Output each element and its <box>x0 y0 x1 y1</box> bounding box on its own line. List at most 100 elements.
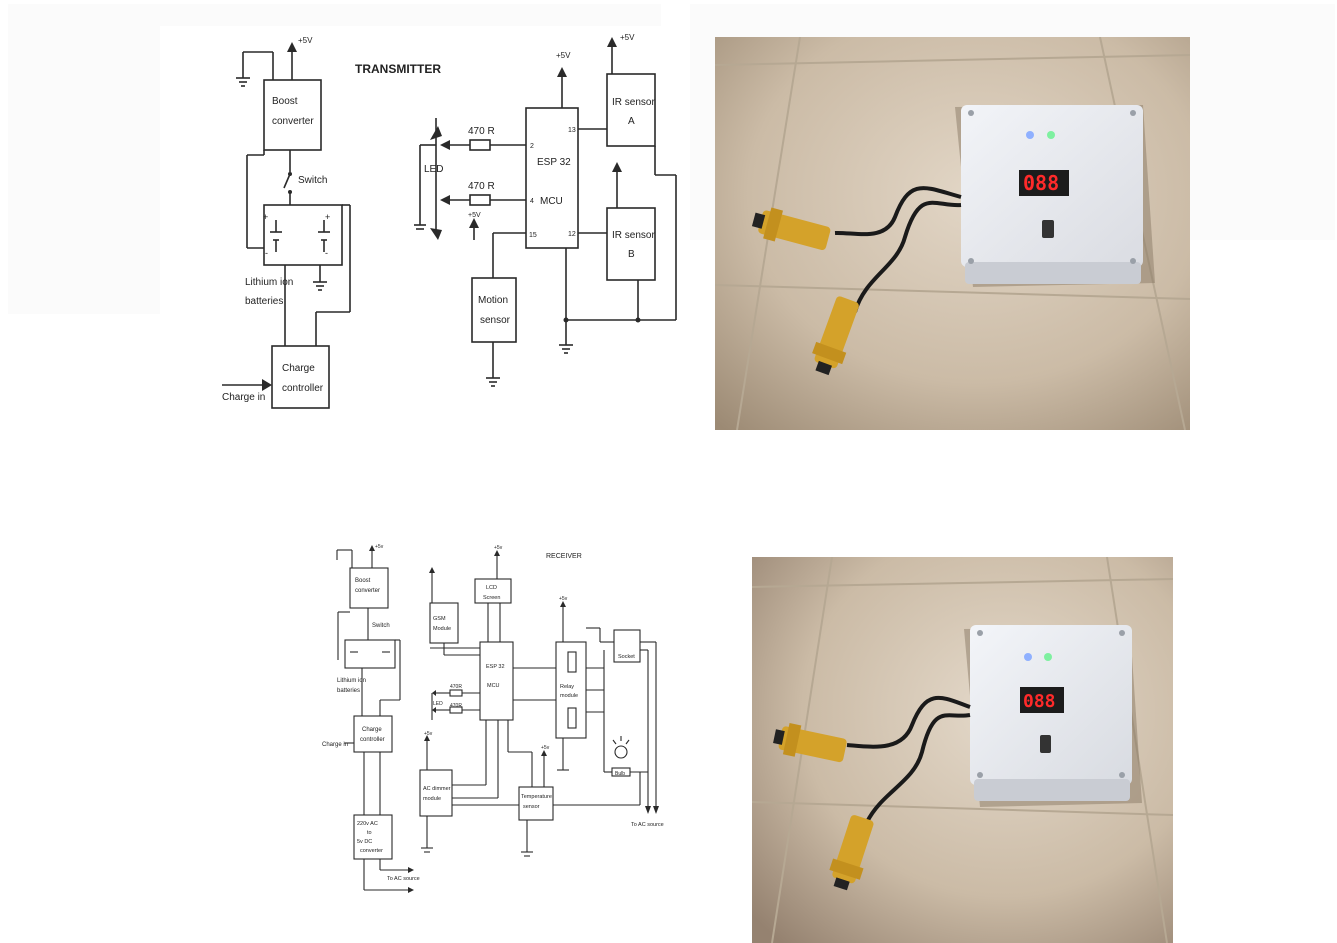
rx-lcd-screen <box>474 578 512 604</box>
blue-led-icon <box>1026 131 1034 139</box>
device-photo-bottom: 088 <box>752 557 1173 943</box>
rx-gsm-label-2: Module <box>433 626 451 632</box>
ground-symbol <box>236 52 250 87</box>
rx-mcu <box>479 641 514 721</box>
boost-converter-block <box>263 79 322 151</box>
blue-led-icon-2 <box>1024 653 1032 661</box>
ir-sensor-a-photo <box>751 207 831 250</box>
switch-label: Switch <box>298 175 327 186</box>
device-photo-top-image: 088 <box>715 37 1190 430</box>
mcu-block <box>525 107 579 249</box>
ir-sensor-a-photo-2 <box>773 722 847 763</box>
arrow-right-icon <box>262 379 272 391</box>
batteries-label-2: batteries <box>245 296 283 307</box>
power-switch-icon <box>1042 220 1054 238</box>
rx-mcu-label-2: MCU <box>487 683 500 689</box>
label-plus5v: +5V <box>298 36 313 45</box>
rx-boost-label-2: converter <box>355 588 380 594</box>
resistor-2-label: 470 R <box>468 181 495 192</box>
display-digits: 088 <box>1023 171 1059 195</box>
motion-sensor-block <box>471 277 517 343</box>
minus-sign-2: - <box>325 248 328 258</box>
rx-charge-label-2: controller <box>360 737 385 743</box>
rx-relay-label-1: Relay <box>560 684 574 690</box>
pin-12: 12 <box>568 231 576 238</box>
rx-relay-label-2: module <box>560 693 578 699</box>
rx-socket <box>613 629 641 663</box>
rx-lcd-label-2: Screen <box>483 595 500 601</box>
rx-socket-label: Socket <box>618 654 635 660</box>
label-plus5v-4: +5V <box>620 33 635 42</box>
green-led-icon <box>1047 131 1055 139</box>
green-led-icon-2 <box>1044 653 1052 661</box>
rx-res-2: 470R <box>450 703 462 709</box>
ir-sensor-b-photo-2 <box>829 815 874 891</box>
rx-batteries-label-2: batteries <box>337 688 360 694</box>
boost-label-1: Boost <box>272 96 298 107</box>
device-photo-bottom-image: 088 <box>752 557 1173 943</box>
mcu-label-1: ESP 32 <box>537 157 571 168</box>
bulb-icon <box>612 736 630 759</box>
rx-plus5v-4: +5v <box>541 745 550 751</box>
arrow-up-icon <box>287 42 297 52</box>
mcu-label-2: MCU <box>540 196 563 207</box>
charge-controller-block <box>271 345 330 409</box>
boost-label-2: converter <box>272 116 314 127</box>
rx-boost-converter <box>349 567 389 609</box>
batteries-label-1: Lithium ion <box>245 277 293 288</box>
charge-label-1: Charge <box>282 363 315 374</box>
rx-charge-controller <box>353 715 393 753</box>
pin-4: 4 <box>530 198 534 205</box>
ir-a-label-2: A <box>628 116 635 127</box>
transmitter-title: TRANSMITTER <box>355 62 441 76</box>
plus-sign: + <box>263 212 268 222</box>
receiver-title: RECEIVER <box>546 553 582 560</box>
rx-battery-pack <box>344 639 396 669</box>
charge-in-label: Charge in <box>222 392 265 403</box>
rx-to-ac-1: To AC source <box>387 876 420 882</box>
rx-ac-dimmer <box>419 769 453 817</box>
ir-sensor-b-block <box>606 207 656 281</box>
rx-acdc-label-3: 5v DC <box>357 839 372 845</box>
rx-bulb-label: Bulb <box>615 771 625 777</box>
pin-2: 2 <box>530 143 534 150</box>
arrow-up-icon <box>557 67 567 77</box>
rx-temp-label-1: Temperature <box>521 794 552 800</box>
rx-led-label: LED <box>433 701 443 707</box>
rx-charge-label-1: Charge <box>362 727 382 733</box>
ir-b-label-1: IR sensor <box>612 230 655 241</box>
ir-sensor-a-block <box>606 73 656 147</box>
rx-gsm-label-1: GSM <box>433 616 446 622</box>
rx-plus5v-5: +5v <box>559 596 568 602</box>
power-switch-icon-2 <box>1040 735 1051 753</box>
rx-switch-label: Switch <box>372 623 390 629</box>
label-plus5v-3: +5V <box>468 212 481 219</box>
rx-acdc-label-4: converter <box>360 848 383 854</box>
rx-acdc-label-1: 220v AC <box>357 821 378 827</box>
receiver-schematic: RECEIVER +5v Boost converter Switch Lith… <box>322 544 664 893</box>
motion-label-2: sensor <box>480 315 511 326</box>
rx-plus5v-1: +5v <box>375 544 384 550</box>
seven-segment-display-2 <box>1020 687 1064 713</box>
plus-sign-2: + <box>325 212 330 222</box>
label-plus5v-2: +5V <box>556 51 571 60</box>
resistor-1-label: 470 R <box>468 126 495 137</box>
motion-label-1: Motion <box>478 295 508 306</box>
rx-charge-in-label: Charge in <box>322 742 348 748</box>
rx-plus5v-3: +5v <box>424 731 433 737</box>
display-digits-2: 088 <box>1023 691 1056 712</box>
led-label: LED <box>424 164 443 175</box>
led-symbol <box>414 118 442 240</box>
rx-ac-dc-converter <box>353 814 393 860</box>
rx-mcu-label-1: ESP 32 <box>486 664 505 670</box>
rx-res-1: 470R <box>450 684 462 690</box>
rx-boost-label-1: Boost <box>355 578 371 584</box>
rx-dimmer-label-2: module <box>423 796 441 802</box>
charge-label-2: controller <box>282 383 324 394</box>
rx-to-ac-2: To AC source <box>631 822 664 828</box>
rx-temp-label-2: sensor <box>523 804 540 810</box>
rx-plus5v-2: +5v <box>494 545 503 551</box>
pin-15: 15 <box>529 232 537 239</box>
rx-dimmer-label-1: AC dimmer <box>423 786 451 792</box>
rx-batteries-label-1: Lithium ion <box>337 678 366 684</box>
